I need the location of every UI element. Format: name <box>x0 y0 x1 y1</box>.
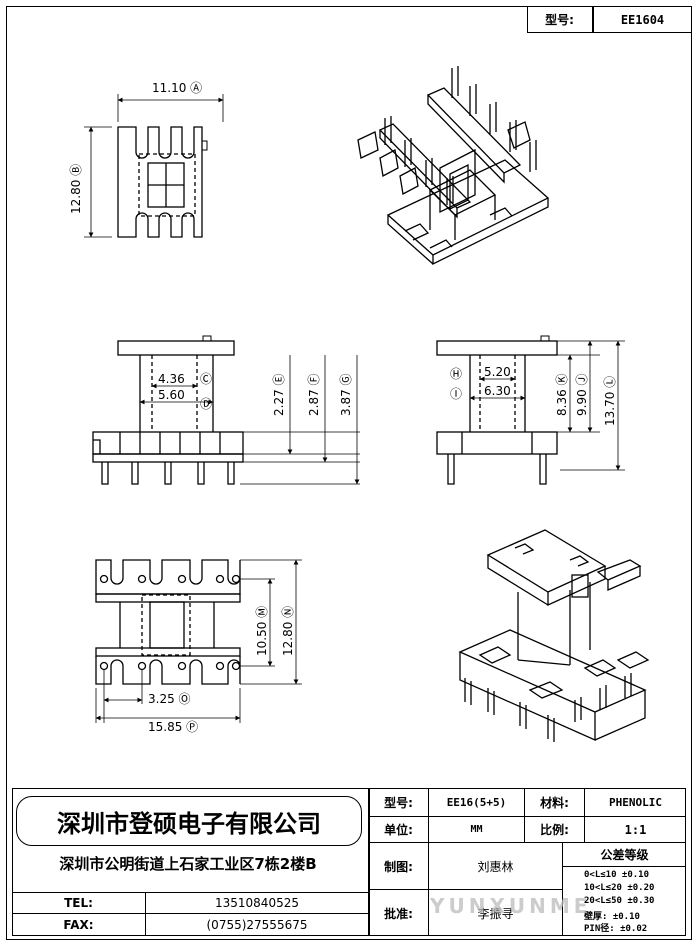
tolerance-row-1: 0<L≤10 ±0.10 <box>584 870 650 880</box>
tel-label: TEL: <box>64 895 93 910</box>
company-address: 深圳市公明街道上石家工业区7栋2楼B <box>59 854 317 873</box>
dim-e-label: 2.27 Ⓔ <box>272 373 286 416</box>
dim-i-mark: Ⓘ <box>450 387 462 401</box>
drawn-by-value: 刘惠林 <box>477 859 514 874</box>
tel-value: 13510840525 <box>215 895 299 910</box>
unit-label: 单位: <box>384 823 413 837</box>
tolerance-row-2: 10<L≤20 ±0.20 <box>584 883 655 893</box>
title-block-frame <box>12 788 686 936</box>
dim-o-label: 3.25 Ⓞ <box>148 692 191 706</box>
isometric-view-top <box>357 66 550 266</box>
dim-b-label: 12.80 Ⓑ <box>69 164 83 214</box>
dim-d-label: 5.60 <box>158 388 185 402</box>
material-value: PHENOLIC <box>609 795 662 809</box>
tel-fax-grid <box>12 892 368 936</box>
dim-h-label: 5.20 <box>484 365 511 379</box>
fax-value: (0755)27555675 <box>206 918 308 932</box>
technical-drawing: 11.10 Ⓐ 12.80 Ⓑ 4.36 Ⓒ 5.60 Ⓓ 2.27 Ⓔ 2.8… <box>69 66 650 742</box>
material-label: 材料: <box>540 795 569 810</box>
top-model-label: 型号: <box>545 13 574 27</box>
dim-g-label: 3.87 Ⓖ <box>339 373 353 416</box>
dim-d-mark: Ⓓ <box>200 397 212 411</box>
tolerance-row-4: 壁厚: ±0.10 <box>584 912 640 922</box>
side-view <box>436 335 625 485</box>
drawing-frame <box>6 6 692 940</box>
bottom-view <box>95 559 302 723</box>
company-name: 深圳市登硕电子有限公司 <box>16 796 362 846</box>
dim-c-label: 4.36 <box>158 372 185 386</box>
fax-label: FAX: <box>63 918 94 932</box>
scale-value: 1:1 <box>624 822 647 837</box>
dim-h-mark: Ⓗ <box>450 367 462 381</box>
top-model-divider <box>592 6 594 33</box>
unit-value: MM <box>470 824 483 835</box>
top-model-box <box>527 6 692 33</box>
front-view <box>92 335 360 485</box>
dim-i-label: 6.30 <box>484 384 511 398</box>
approved-by-label: 批准: <box>384 906 413 921</box>
top-view <box>84 94 224 238</box>
tolerance-row-5: PIN径: ±0.02 <box>584 924 648 934</box>
scale-label: 比例: <box>540 823 569 837</box>
drawn-by-label: 制图: <box>384 859 413 874</box>
model-value: EE16(5+5) <box>446 795 507 809</box>
watermark: YUNXUNME <box>430 894 592 918</box>
isometric-view-bottom <box>458 529 650 742</box>
dim-k-label: 8.36 Ⓚ <box>555 373 569 416</box>
top-model-value: EE1604 <box>620 12 665 27</box>
dim-a-label: 11.10 Ⓐ <box>152 81 202 95</box>
dim-f-label: 2.87 Ⓕ <box>307 373 321 416</box>
dim-n-label: 12.80 Ⓝ <box>281 606 295 656</box>
dim-c-mark: Ⓒ <box>200 372 212 386</box>
tolerance-title: 公差等级 <box>600 848 649 862</box>
dim-l-label: 13.70 Ⓛ <box>603 376 617 426</box>
dim-j-label: 9.90 Ⓙ <box>575 373 589 416</box>
model-label: 型号: <box>384 795 413 810</box>
tolerance-row-3: 20<L≤50 ±0.30 <box>584 896 655 906</box>
dim-m-label: 10.50 Ⓜ <box>255 606 269 656</box>
dim-p-label: 15.85 Ⓟ <box>148 720 198 734</box>
approved-by-value: 李振寻 <box>477 906 514 921</box>
